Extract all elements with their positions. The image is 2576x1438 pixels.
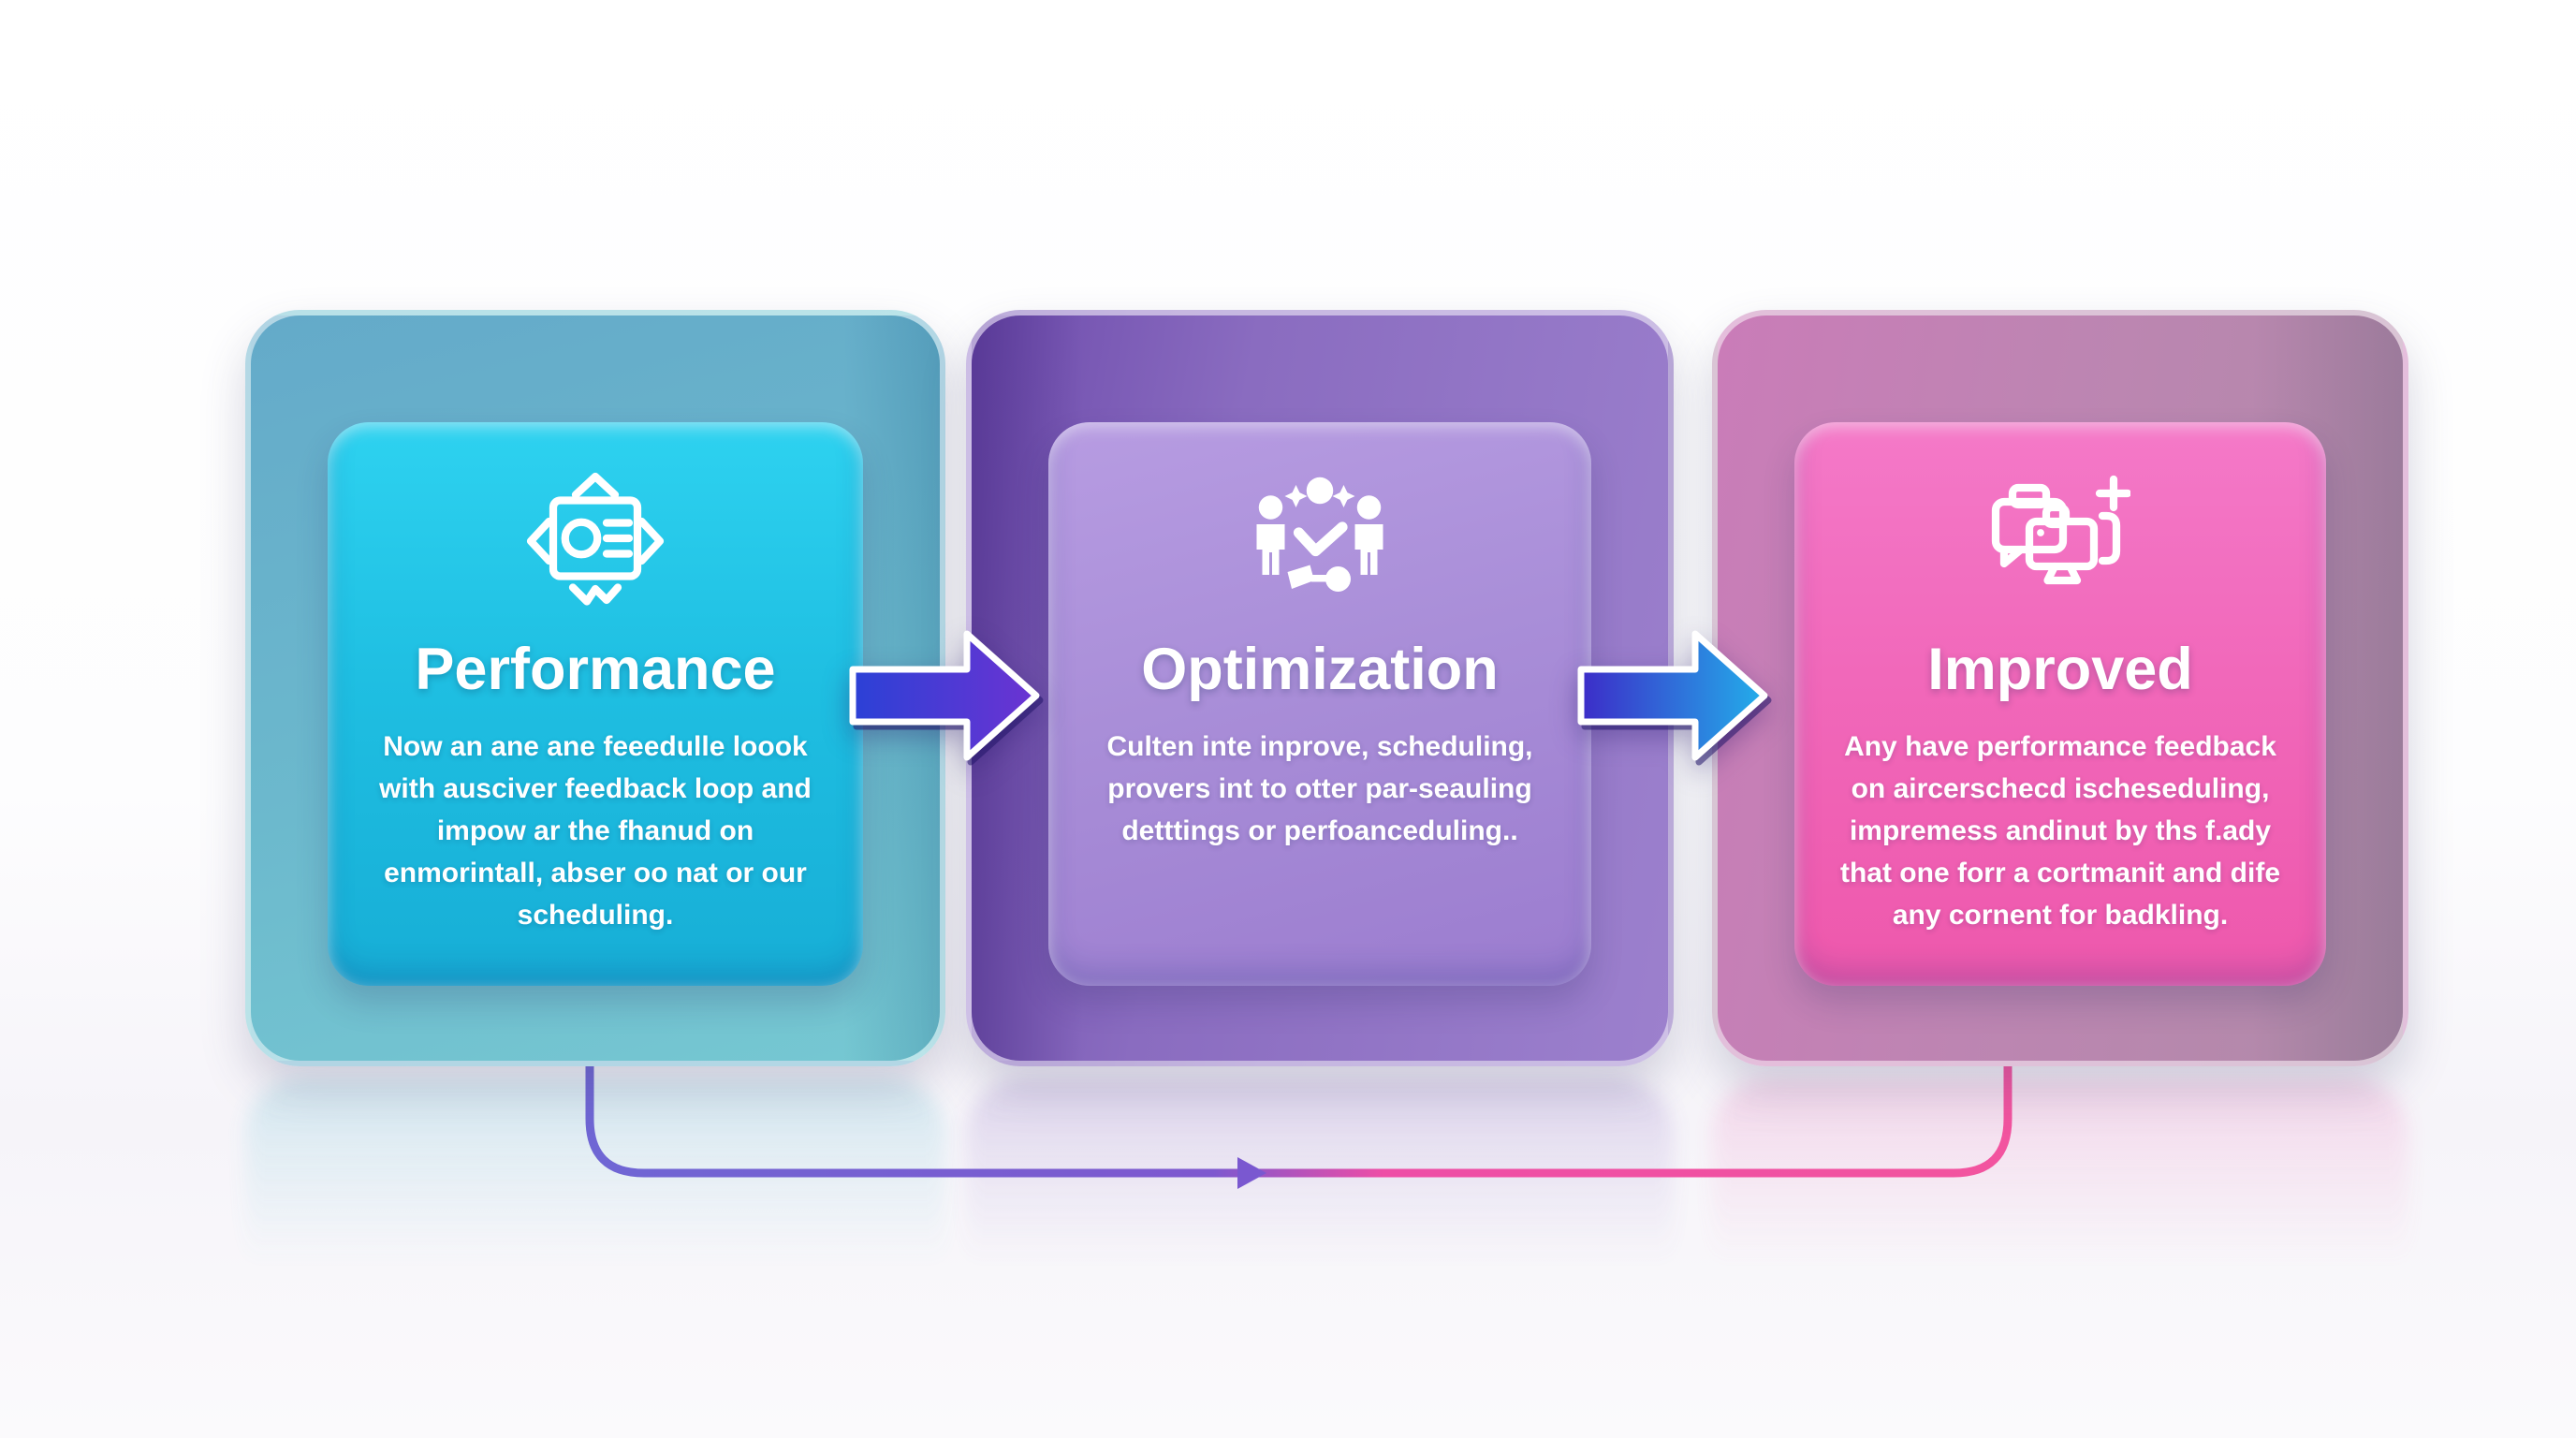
reflection-improved-card (1712, 1078, 2408, 1313)
reflection-optimization-card (966, 1078, 1674, 1313)
arrow-right-icon-2 (1577, 630, 1768, 761)
card-performance: Performance Now an ane ane feeedulle loo… (245, 310, 945, 1066)
arrow-right-icon-1 (849, 630, 1040, 761)
card-title: Improved (1927, 637, 2193, 702)
card-body: Culten inte inprove, scheduling, provers… (1106, 731, 1533, 846)
team-sync-icon (1250, 471, 1390, 611)
card-title: Performance (415, 637, 776, 702)
card-performance-panel: Performance Now an ane ane feeedulle loo… (328, 422, 863, 986)
badge-document-icon (525, 471, 666, 611)
card-optimization-panel: Optimization Culten inte inprove, schedu… (1048, 422, 1591, 986)
loop-arrowhead-icon (1237, 1157, 1266, 1189)
card-improved-panel: Improved Any have performance feedback o… (1794, 422, 2326, 986)
reflection-performance-card (245, 1078, 945, 1313)
card-title: Optimization (1141, 637, 1499, 702)
feedback-loop-path (585, 1006, 2012, 1178)
card-body: Now an ane ane feeedulle loook with ausc… (379, 731, 812, 931)
card-improved: Improved Any have performance feedback o… (1712, 310, 2408, 1066)
card-optimization: Optimization Culten inte inprove, schedu… (966, 310, 1674, 1066)
screens-plus-icon (1990, 471, 2130, 611)
card-body: Any have performance feedback on aircers… (1839, 731, 2281, 931)
